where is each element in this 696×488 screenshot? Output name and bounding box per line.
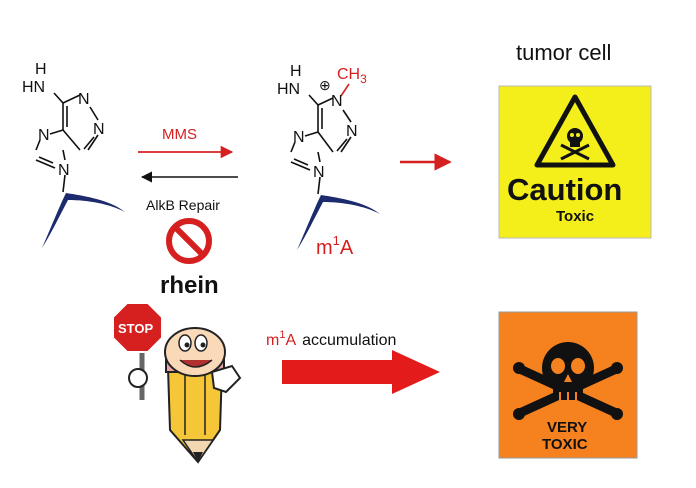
stop-sign-icon	[112, 302, 163, 353]
cartoon-hand	[210, 364, 242, 394]
adenosine-structure: H HN N N N N	[22, 61, 125, 248]
n1-atom-label-right: N	[331, 93, 343, 110]
n3-atom-label-right: N	[346, 123, 358, 140]
skull-icon	[560, 128, 590, 161]
ribose-ribbon	[42, 193, 125, 248]
ribose-ribbon-right	[297, 195, 380, 250]
n3-atom-label: N	[93, 121, 105, 138]
skull-crossbones-icon	[513, 342, 623, 420]
m1a-structure: H HN ⊕ CH3 N N N N m1A	[277, 63, 380, 259]
h-atom-label: H	[35, 61, 47, 78]
hn-group-label-right: HN	[277, 81, 300, 98]
caution-sign: Caution Toxic	[498, 85, 652, 239]
tumor-cell-title: tumor cell	[516, 40, 611, 65]
caution-subtitle: Toxic	[556, 208, 594, 225]
m1a-bonds	[290, 94, 352, 195]
positive-charge-label: ⊕	[319, 77, 331, 93]
n7-atom-label-right: N	[293, 129, 305, 146]
rhein-label: rhein	[160, 272, 219, 299]
prohibited-icon	[166, 218, 212, 264]
very-label: VERY	[547, 419, 587, 436]
h-atom-label-right: H	[290, 63, 302, 80]
n7-atom-label: N	[38, 127, 50, 144]
n9-atom-label-right: N	[313, 164, 325, 181]
methyl-label: CH3	[337, 66, 367, 86]
methyl-bond	[340, 83, 350, 97]
caution-title: Caution	[507, 172, 622, 207]
cartoon-face	[164, 327, 226, 377]
mms-label: MMS	[162, 126, 197, 143]
n9-atom-label: N	[58, 162, 70, 179]
toxic-label: TOXIC	[542, 436, 588, 453]
reaction-arrows: MMS AlkB Repair	[138, 126, 452, 213]
adenine-bonds	[35, 92, 99, 193]
very-toxic-sign: VERY TOXIC	[498, 311, 638, 459]
accumulation-arrow	[282, 350, 440, 394]
alkb-repair-label: AlkB Repair	[146, 197, 220, 213]
hn-group-label: HN	[22, 79, 45, 96]
stop-sign-text: STOP	[118, 321, 153, 336]
warning-triangle-icon	[534, 94, 616, 168]
n1-atom-label: N	[78, 91, 90, 108]
m1a-label: m1A	[316, 233, 354, 259]
stop-pencil-cartoon: STOP	[112, 302, 242, 464]
